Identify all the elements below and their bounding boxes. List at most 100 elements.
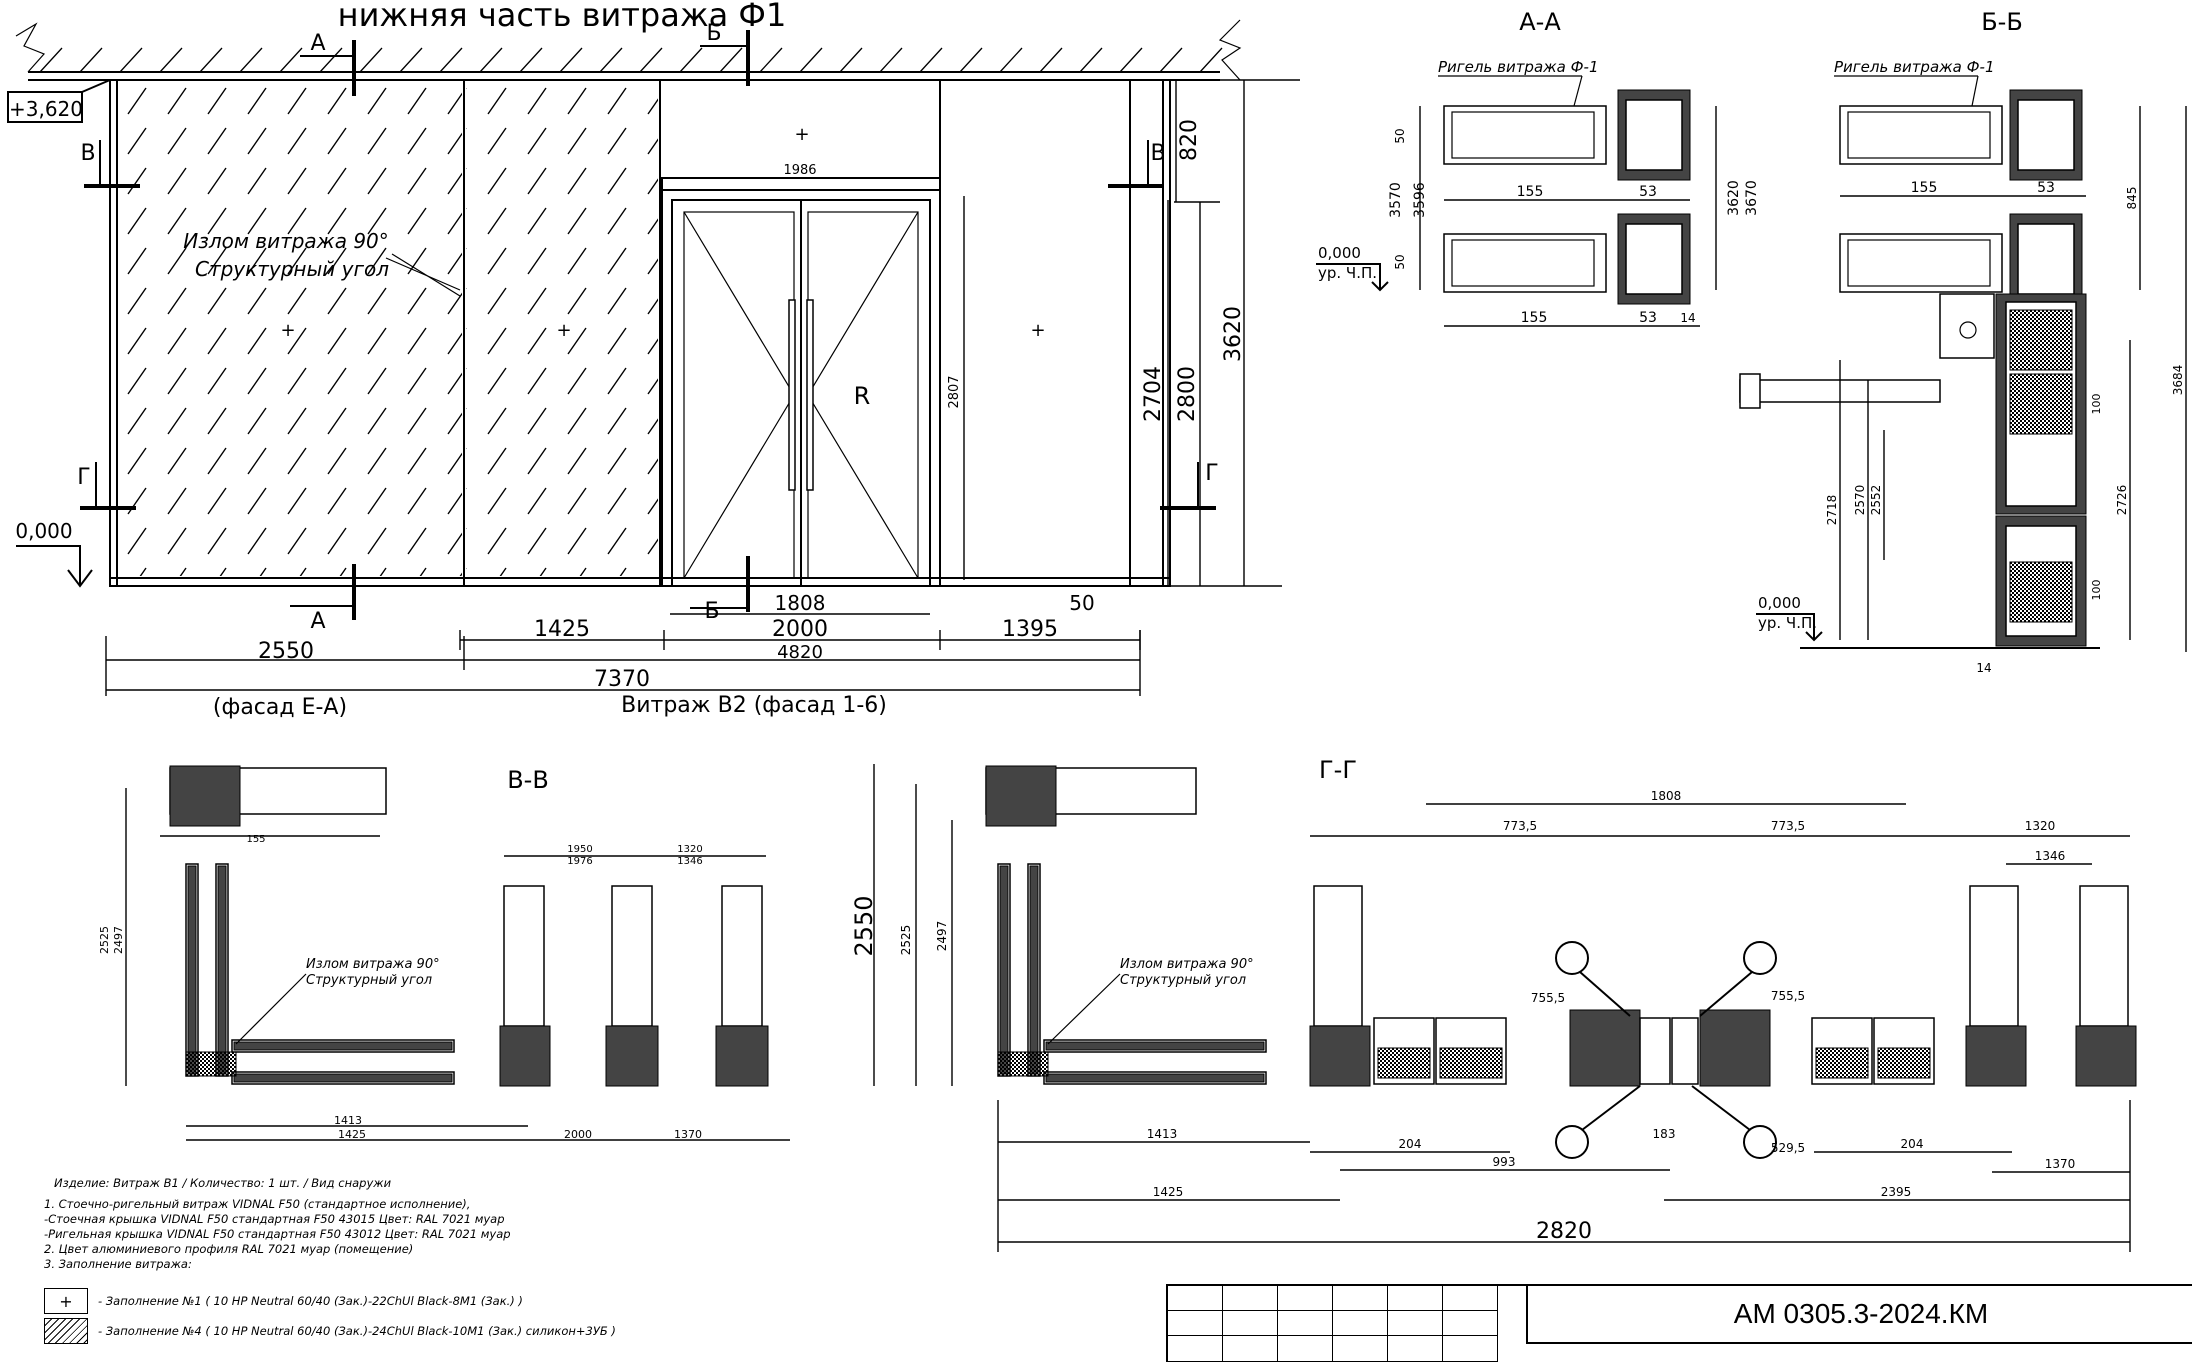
svg-text:155: 155	[246, 834, 265, 845]
svg-text:2000: 2000	[564, 1128, 592, 1141]
svg-text:773,5: 773,5	[1771, 819, 1805, 833]
svg-text:50: 50	[1393, 128, 1407, 143]
fold-note-line2: Структурный угол	[195, 257, 389, 281]
dim-2704: 2704	[1141, 366, 1166, 422]
svg-text:3596: 3596	[1412, 182, 1428, 218]
svg-text:1413: 1413	[1147, 1127, 1178, 1141]
svg-text:3570: 3570	[1388, 182, 1404, 218]
svg-text:1808: 1808	[1651, 789, 1682, 803]
dim-2000: 2000	[772, 617, 828, 642]
gg-dim-2550: 2550	[850, 895, 878, 956]
cut-v-left: В	[80, 141, 95, 166]
section-vv: В-В Излом витража 90° Структурный угол 2…	[98, 765, 790, 1141]
dim-1425: 1425	[534, 617, 590, 642]
title-stamp: АМ 0305.3-2024.КМ	[1166, 1284, 2192, 1362]
door-width: 1986	[783, 163, 816, 178]
note-line: 1. Стоечно-ригельный витраж VIDNAL F50 (…	[44, 1197, 471, 1211]
svg-text:2525: 2525	[98, 926, 111, 954]
svg-text:2525: 2525	[899, 925, 913, 956]
section-bb-title: Б-Б	[1981, 8, 2023, 36]
cut-a-bottom: А	[310, 609, 325, 634]
cut-b-top: Б	[706, 21, 721, 46]
svg-text:3684: 3684	[2171, 365, 2185, 396]
section-gg-fold1: Излом витража 90°	[1120, 957, 1254, 972]
svg-text:183: 183	[1653, 1127, 1676, 1141]
svg-text:+: +	[794, 124, 809, 145]
section-bb: Б-Б Ригель витража Ф-1 155 53 845 2718 2…	[1739, 8, 2187, 675]
elevation-view: нижняя часть витража Ф1 Излом витража 90…	[7, 0, 1300, 720]
section-aa-zero: 0,000	[1318, 244, 1361, 262]
svg-text:1320: 1320	[677, 844, 702, 855]
section-gg: Г-Г Излом витража 90° Структурный угол 2…	[850, 756, 2137, 1252]
section-gg-title: Г-Г	[1319, 756, 1357, 784]
note-line: -Стоечная крышка VIDNAL F50 стандартная …	[44, 1212, 505, 1226]
cut-b-bottom: Б	[704, 599, 719, 624]
svg-text:2726: 2726	[2115, 485, 2129, 516]
svg-text:1370: 1370	[674, 1128, 702, 1141]
svg-text:1425: 1425	[1153, 1185, 1184, 1199]
section-gg-fold2: Структурный угол	[1120, 973, 1246, 988]
svg-text:50: 50	[1393, 254, 1407, 269]
svg-text:100: 100	[2090, 394, 2103, 415]
svg-text:155: 155	[1517, 184, 1544, 200]
level-zero: 0,000	[15, 519, 72, 543]
dim-1808: 1808	[775, 591, 826, 615]
notes-title: Изделие: Витраж В1 / Количество: 1 шт. /…	[54, 1176, 392, 1190]
svg-text:155: 155	[1521, 310, 1548, 326]
legend-text: - Заполнение №4 ( 10 HP Neutral 60/40 (З…	[98, 1324, 616, 1338]
stamp-grid	[1166, 1284, 1528, 1362]
svg-text:204: 204	[1901, 1137, 1924, 1151]
dim-2550: 2550	[258, 639, 314, 664]
svg-text:53: 53	[2037, 180, 2055, 196]
svg-text:14: 14	[1680, 311, 1695, 325]
caption-right: Витраж В2 (фасад 1-6)	[621, 693, 887, 718]
svg-text:+: +	[280, 320, 295, 341]
svg-text:100: 100	[2090, 580, 2103, 601]
legend-symbol-hatched	[44, 1318, 88, 1344]
svg-text:155: 155	[1911, 180, 1938, 196]
svg-text:1346: 1346	[2035, 849, 2066, 863]
svg-text:2497: 2497	[112, 926, 125, 954]
section-gg-mullions	[1309, 885, 2137, 1159]
svg-text:53: 53	[1639, 184, 1657, 200]
notes-block: Изделие: Витраж В1 / Количество: 1 шт. /…	[44, 1176, 744, 1272]
svg-text:755,5: 755,5	[1531, 991, 1565, 1005]
svg-text:53: 53	[1639, 310, 1657, 326]
dim-4820: 4820	[777, 642, 823, 663]
svg-text:529,5: 529,5	[1771, 1141, 1805, 1155]
svg-text:2552: 2552	[1869, 485, 1883, 516]
drawing-code: АМ 0305.3-2024.КМ	[1526, 1284, 2192, 1344]
dim-820: 820	[1177, 119, 1202, 161]
level-top: +3,620	[9, 97, 83, 121]
legend-row-2: - Заполнение №4 ( 10 HP Neutral 60/40 (З…	[44, 1318, 616, 1344]
caption-left: (фасад Е-А)	[213, 695, 347, 720]
cut-marks: А А Б Б В В Г Г	[77, 21, 1218, 634]
section-aa-title: А-А	[1519, 8, 1561, 36]
section-vv-fold1: Излом витража 90°	[306, 957, 440, 972]
section-aa-label: Ригель витража Ф-1	[1438, 58, 1598, 76]
svg-text:2497: 2497	[935, 921, 949, 952]
svg-text:1425: 1425	[338, 1128, 366, 1141]
legend-text: - Заполнение №1 ( 10 HP Neutral 60/40 (З…	[98, 1294, 523, 1308]
svg-text:845: 845	[2125, 187, 2139, 210]
svg-text:773,5: 773,5	[1503, 819, 1537, 833]
legend-symbol-plain: +	[44, 1288, 88, 1314]
svg-text:1976: 1976	[567, 856, 592, 867]
slab-hatch	[39, 47, 1223, 73]
svg-text:1413: 1413	[334, 1114, 362, 1127]
note-line: 3. Заполнение витража:	[44, 1257, 192, 1271]
section-vv-fold2: Структурный угол	[306, 973, 432, 988]
door-mark: R	[854, 382, 871, 410]
svg-text:204: 204	[1399, 1137, 1422, 1151]
fold-note-line1: Излом витража 90°	[183, 229, 389, 253]
section-aa: А-А Ригель витража Ф-1 155 53 155 53 14 …	[1316, 8, 1760, 327]
section-bb-label: Ригель витража Ф-1	[1834, 58, 1994, 76]
svg-text:1370: 1370	[2045, 1157, 2076, 1171]
svg-text:993: 993	[1493, 1155, 1516, 1169]
svg-text:2718: 2718	[1825, 495, 1839, 526]
svg-text:2395: 2395	[1881, 1185, 1912, 1199]
svg-text:755,5: 755,5	[1771, 989, 1805, 1003]
svg-text:1346: 1346	[677, 856, 702, 867]
section-bb-zero: 0,000	[1758, 594, 1801, 612]
